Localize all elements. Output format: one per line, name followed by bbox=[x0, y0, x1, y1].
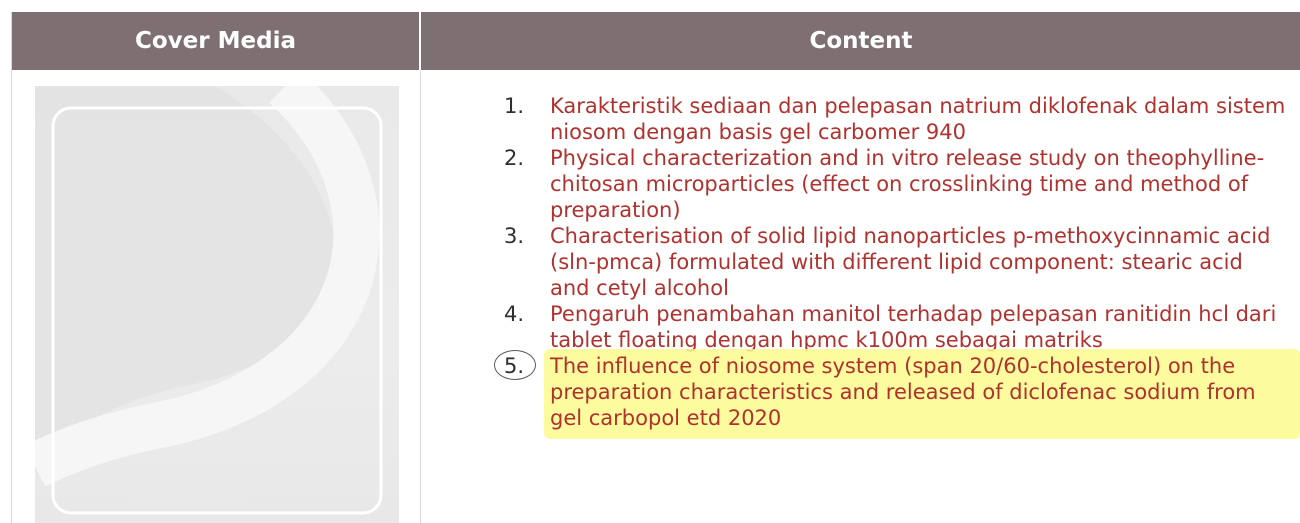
article-title: The influence of niosome system (span 20… bbox=[544, 349, 1300, 439]
content-table: Cover Media Content 1. Karakteristik sed… bbox=[11, 12, 1300, 523]
cover-placeholder-art bbox=[35, 86, 383, 523]
list-item: 4. Pengaruh penambahan manitol terhadap … bbox=[496, 301, 1286, 353]
cover-media-cell bbox=[12, 70, 421, 523]
content-cell: 1. Karakteristik sediaan dan pelepasan n… bbox=[421, 70, 1300, 523]
item-number: 2. bbox=[504, 146, 525, 170]
list-item-highlighted: 5. The influence of niosome system (span… bbox=[494, 349, 1300, 439]
cover-media-header: Cover Media bbox=[12, 12, 421, 70]
hand-drawn-circle bbox=[494, 350, 536, 380]
article-title: Characterisation of solid lipid nanopart… bbox=[550, 224, 1271, 300]
list-item: 1. Karakteristik sediaan dan pelepasan n… bbox=[496, 93, 1286, 145]
item-number: 1. bbox=[504, 94, 525, 118]
article-list: 1. Karakteristik sediaan dan pelepasan n… bbox=[494, 93, 1300, 439]
item-number: 5. bbox=[494, 350, 550, 431]
table-body-row: 1. Karakteristik sediaan dan pelepasan n… bbox=[12, 70, 1300, 523]
table-header-row: Cover Media Content bbox=[12, 12, 1300, 70]
content-header: Content bbox=[421, 12, 1300, 70]
item-number: 4. bbox=[504, 302, 525, 326]
cover-image bbox=[35, 86, 399, 523]
article-title: Karakteristik sediaan dan pelepasan natr… bbox=[550, 94, 1286, 144]
list-item: 3. Characterisation of solid lipid nanop… bbox=[496, 223, 1286, 301]
article-title: Pengaruh penambahan manitol terhadap pel… bbox=[550, 302, 1277, 352]
article-title: Physical characterization and in vitro r… bbox=[550, 146, 1265, 222]
list-item: 2. Physical characterization and in vitr… bbox=[496, 145, 1286, 223]
item-number: 3. bbox=[504, 224, 525, 248]
